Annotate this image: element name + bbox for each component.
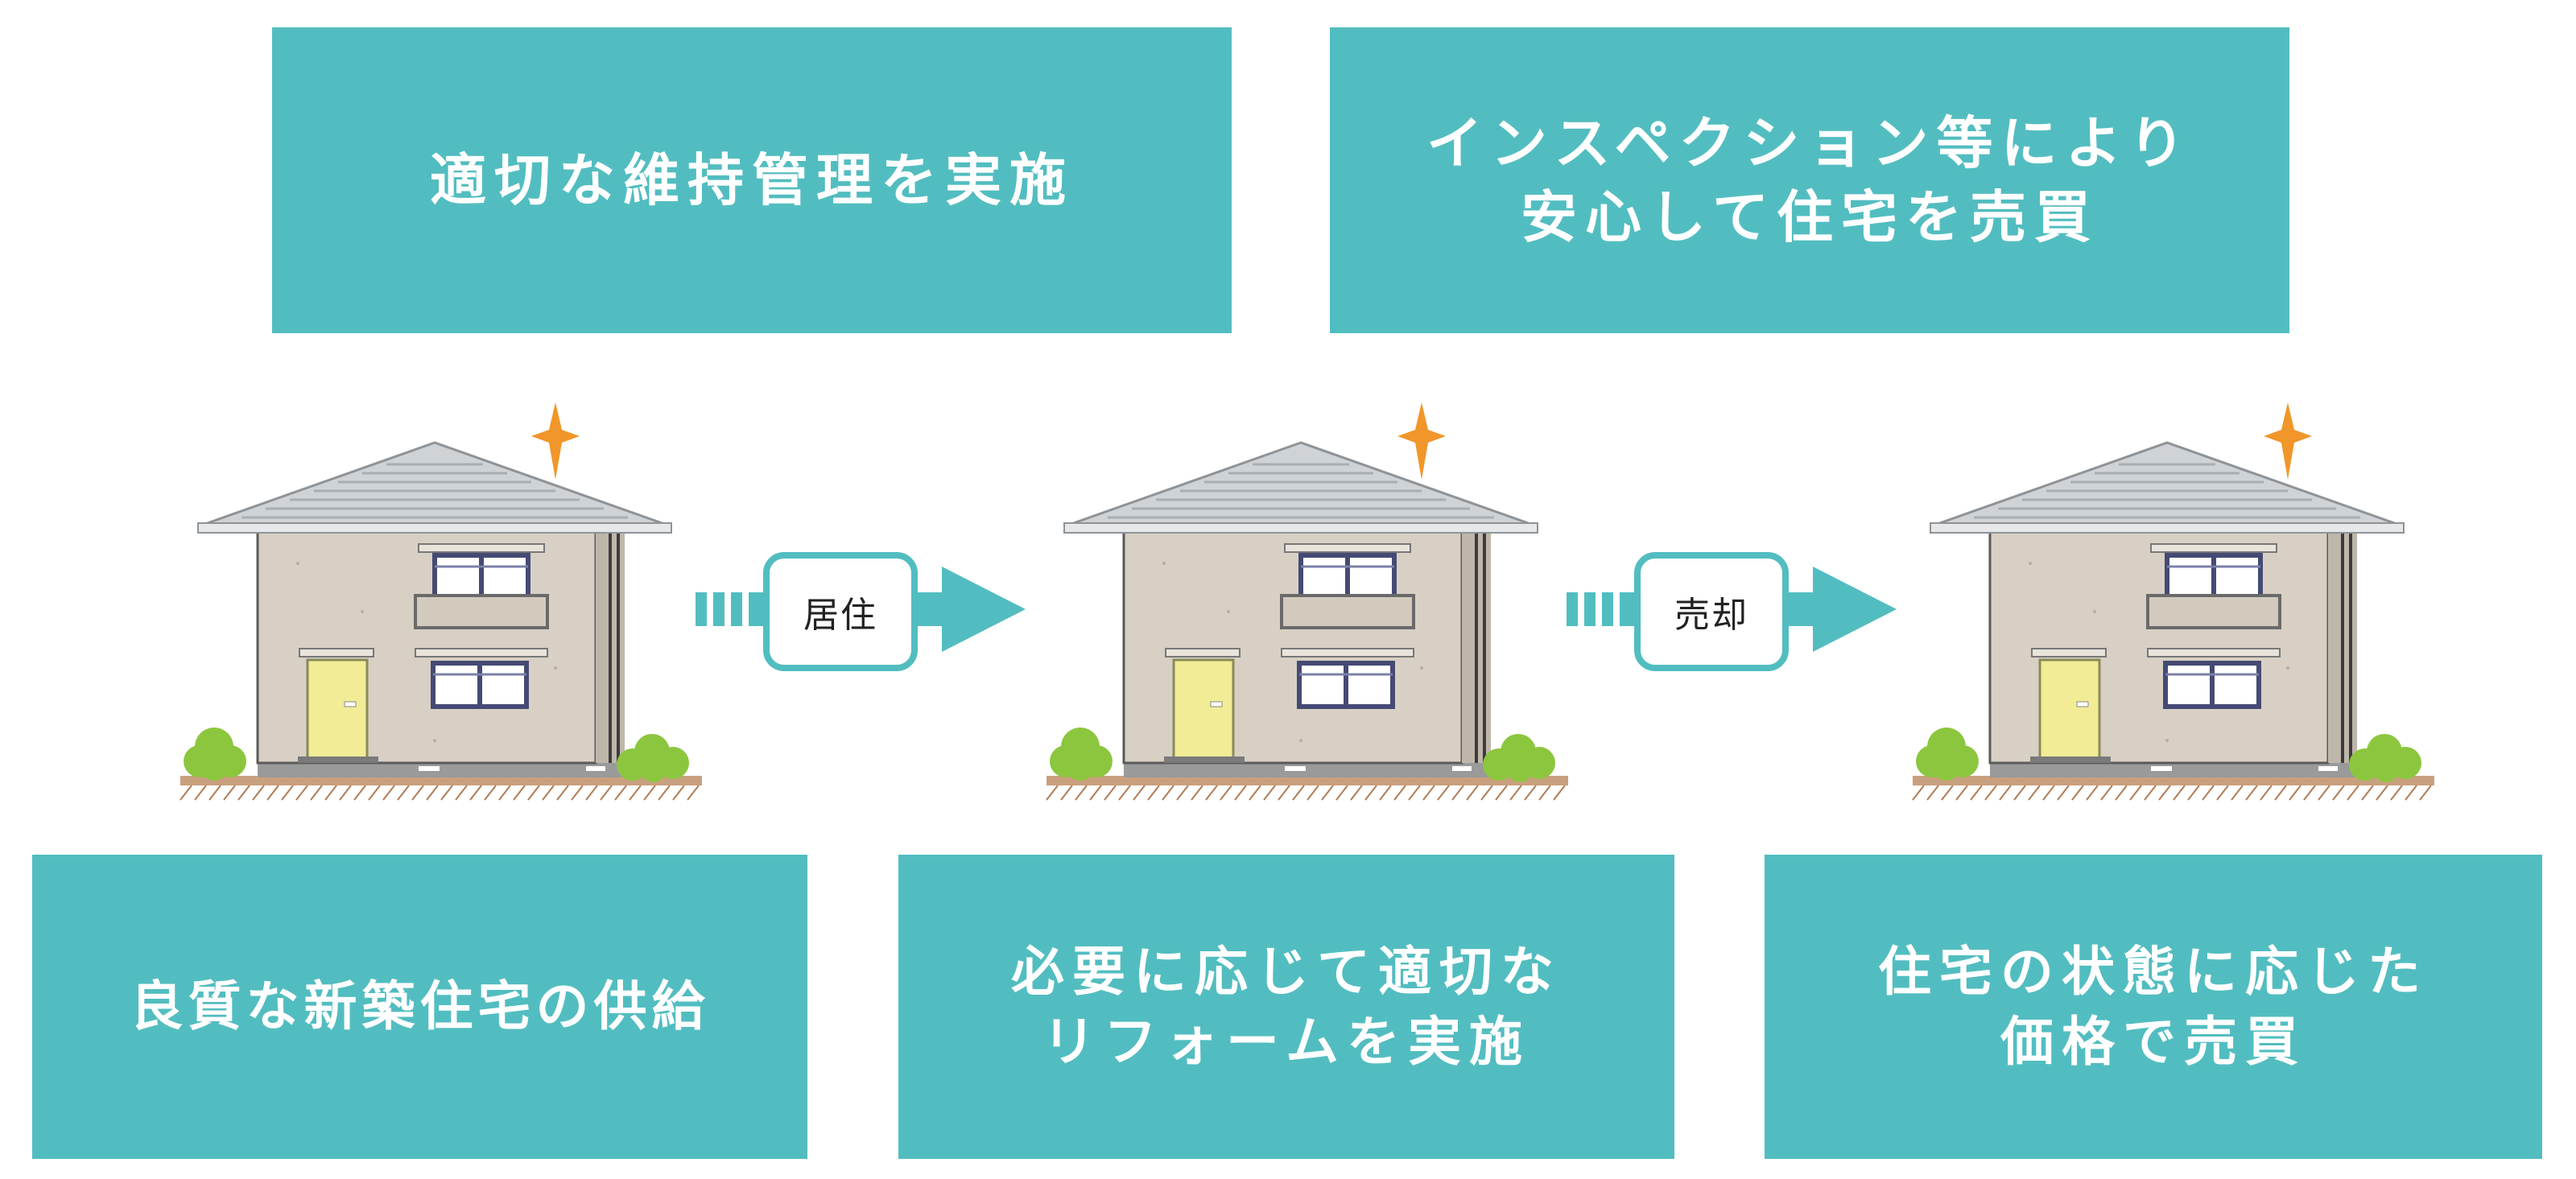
box-text: 適切な維持管理を実施 (430, 146, 1074, 213)
step-box-new-construction: 良質な新築住宅の供給 (32, 855, 807, 1159)
box-text-line-1: 住宅の状態に応じた (1878, 940, 2429, 1003)
box-text-line-2: リフォームを実施 (1042, 1011, 1531, 1073)
house-icon (1909, 402, 2441, 805)
box-text-line-1: 必要に応じて適切な (1011, 940, 1562, 1003)
flow-arrow-sale: 売却 (1563, 547, 1901, 676)
step-box-pricing: 住宅の状態に応じた 価格で売買 (1765, 855, 2542, 1159)
box-text-line-2: 安心して住宅を売買 (1521, 184, 2099, 250)
box-text: 良質な新築住宅の供給 (130, 975, 710, 1038)
house-icon (177, 402, 708, 805)
house-icon (1043, 402, 1575, 805)
step-box-maintenance: 適切な維持管理を実施 (272, 27, 1232, 333)
flow-arrow-residence: 居住 (692, 547, 1030, 676)
arrow-label: 居住 (803, 595, 877, 636)
arrow-label: 売却 (1674, 595, 1748, 636)
step-box-renovation: 必要に応じて適切な リフォームを実施 (898, 855, 1674, 1159)
box-text-line-2: 価格で売買 (2000, 1011, 2306, 1073)
step-box-inspection: インスペクション等により 安心して住宅を売買 (1330, 27, 2289, 333)
box-text-line-1: インスペクション等により (1426, 109, 2194, 176)
